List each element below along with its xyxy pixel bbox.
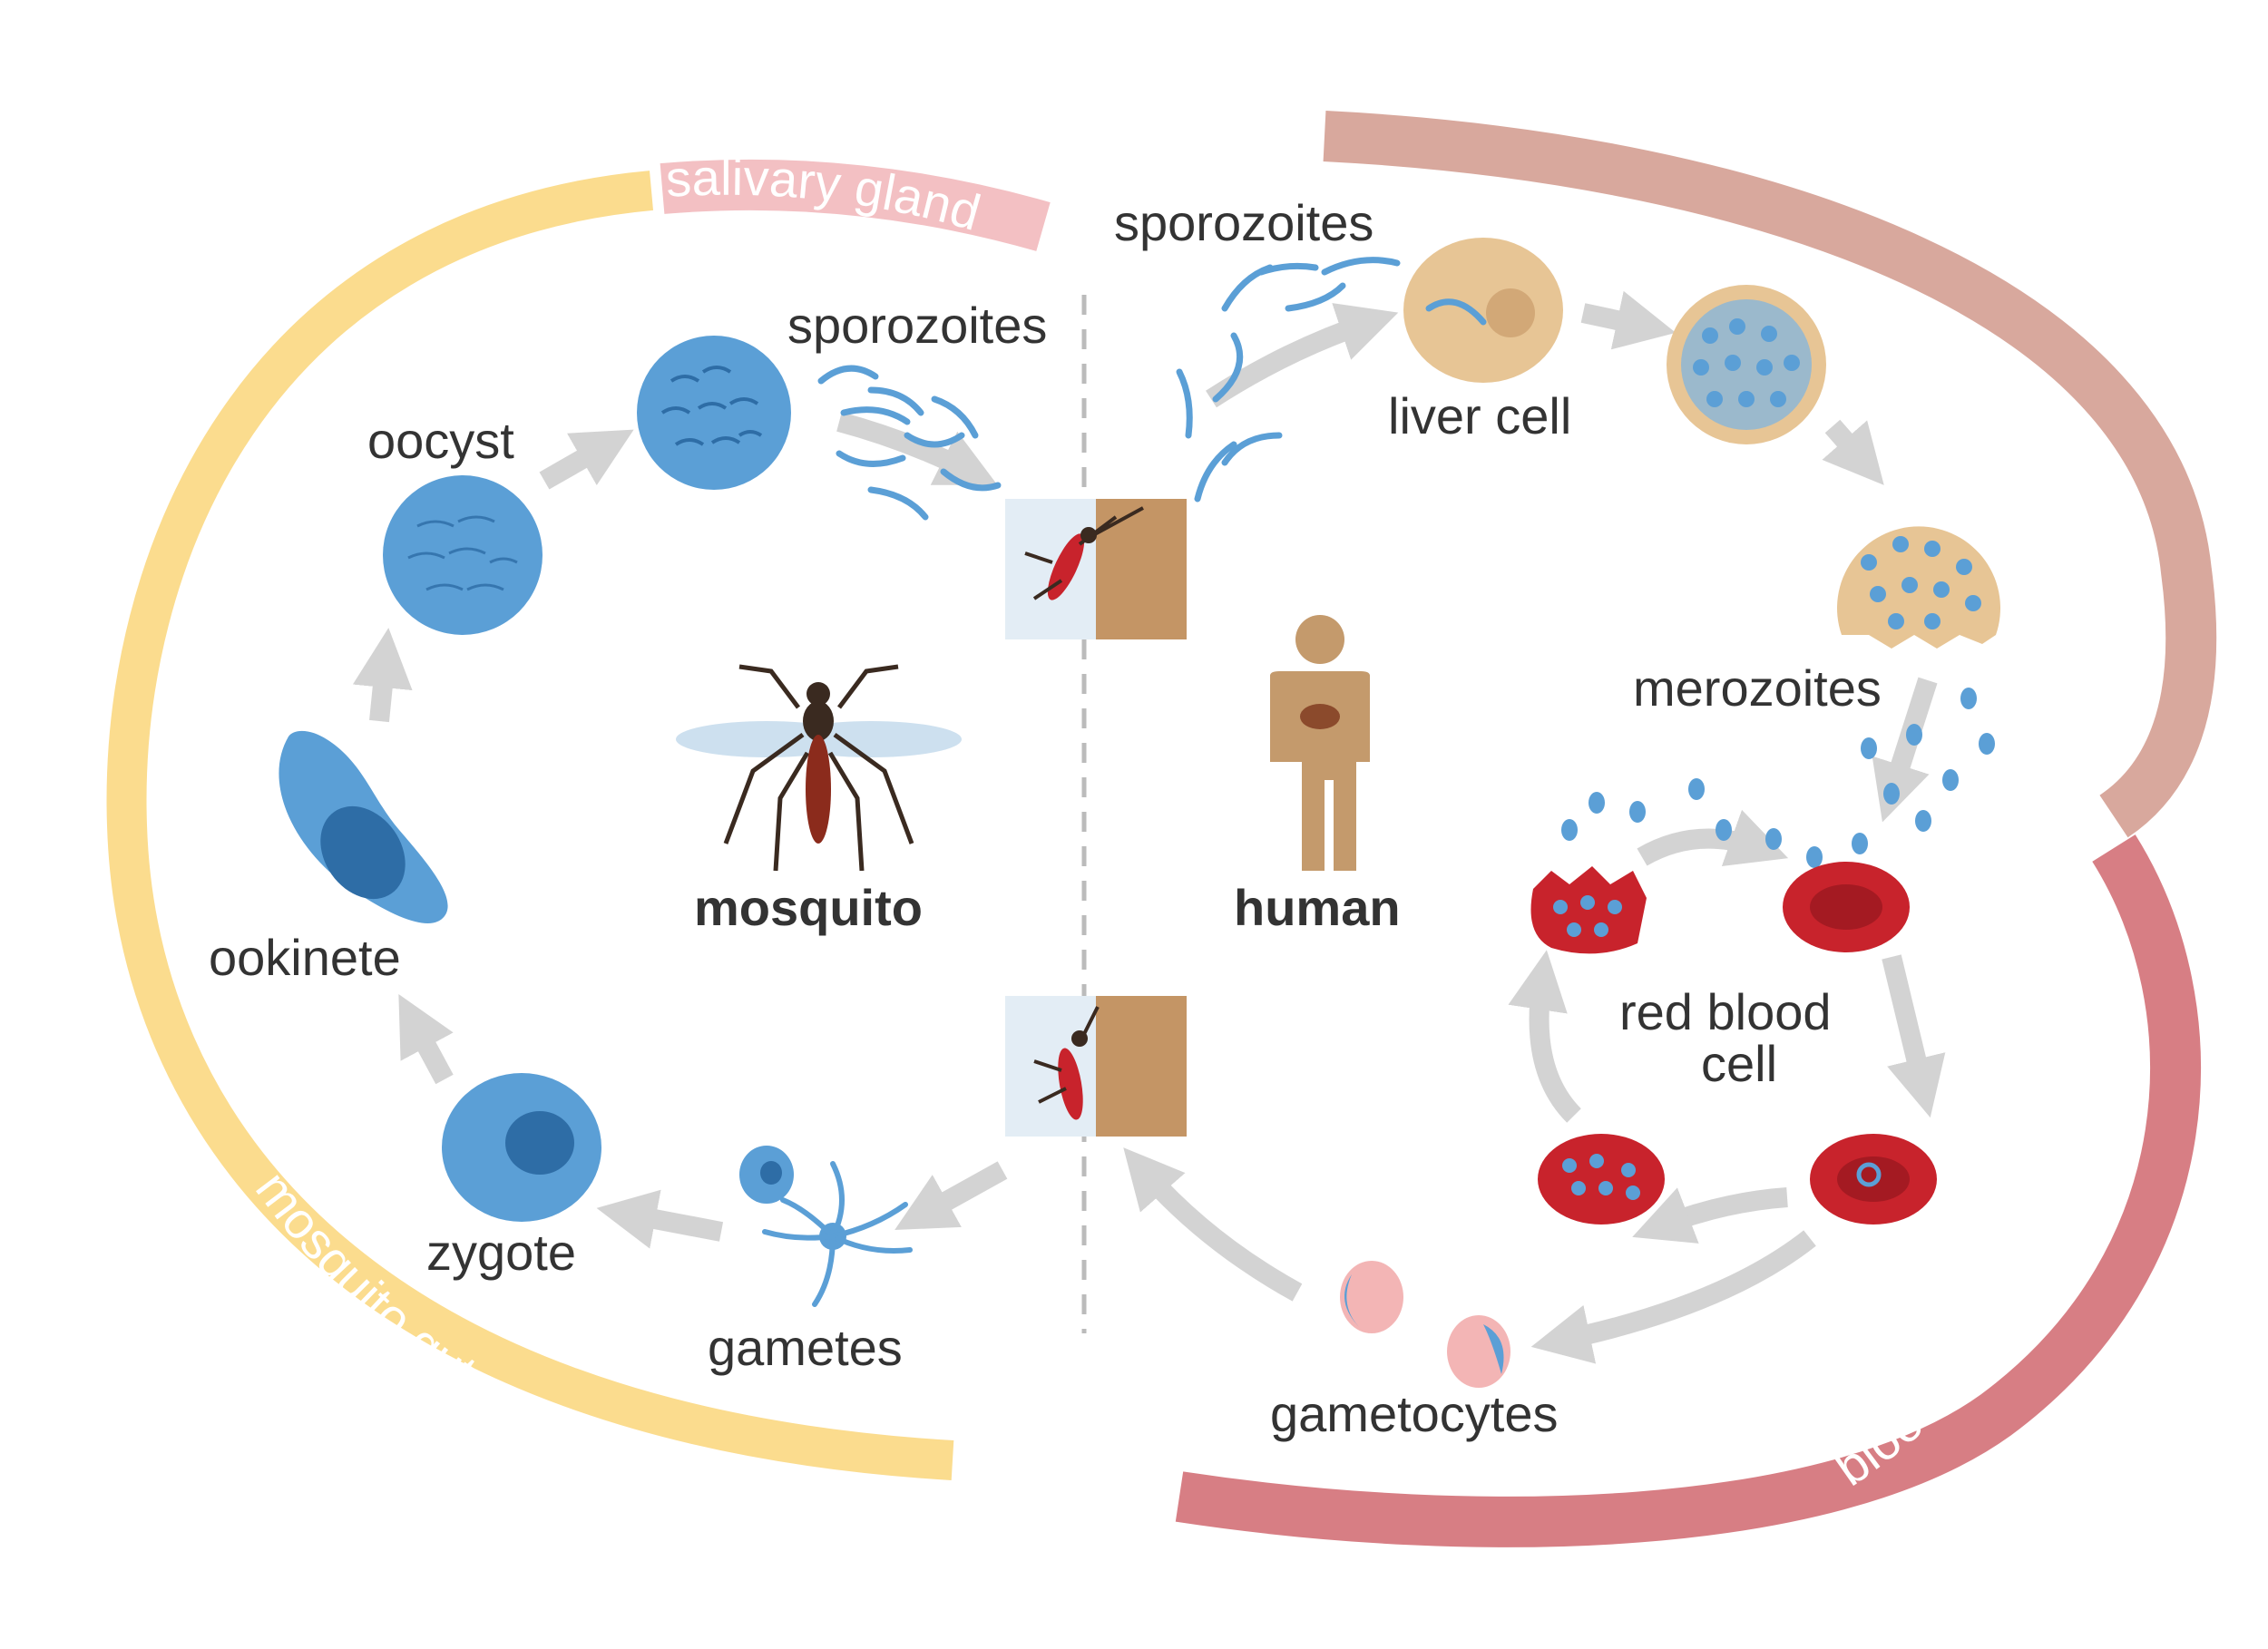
label-zygote: zygote	[426, 1224, 576, 1281]
label-human: human	[1234, 879, 1401, 936]
gametes	[739, 1146, 913, 1307]
mosquito-icon	[676, 664, 962, 872]
label-red-blood-cell-line1: red blood	[1619, 983, 1832, 1040]
oocyst	[383, 475, 543, 635]
label-gametocytes: gametocytes	[1270, 1385, 1559, 1442]
label-red-blood-cell-line2: cell	[1701, 1035, 1777, 1092]
label-merozoites: merozoites	[1633, 659, 1882, 717]
ookinete	[279, 730, 448, 923]
zygote	[442, 1073, 601, 1222]
label-mosquito: mosquito	[694, 879, 923, 936]
released-sporozoites	[817, 365, 1002, 521]
blood-arc	[1175, 834, 2202, 1547]
salivary-gland-label: salivary gland	[664, 149, 986, 241]
liver-cell	[1403, 238, 1563, 383]
rbc-healthy	[1783, 862, 1910, 952]
rbc-schizont	[1538, 1134, 1665, 1225]
bursting-liver-cell	[1837, 526, 2000, 649]
rbc-bursting	[1530, 866, 1647, 954]
flow-arrows	[352, 290, 1946, 1364]
label-liver-cell: liver cell	[1388, 387, 1571, 444]
label-ookinete: ookinete	[209, 929, 401, 986]
bite-inset-top	[1005, 499, 1187, 639]
label-sporozoites-mosquito: sporozoites	[787, 297, 1047, 354]
label-sporozoites-human: sporozoites	[1114, 194, 1374, 251]
label-gametes: gametes	[708, 1319, 903, 1376]
gametocytes	[1340, 1261, 1510, 1388]
mature-oocyst	[637, 336, 791, 490]
salivary-gland-arc	[660, 159, 1051, 251]
rbc-ring-stage	[1810, 1134, 1937, 1225]
human-icon	[1270, 615, 1370, 871]
merozoite-drops	[1561, 688, 1995, 868]
infected-liver-cell	[1667, 285, 1826, 444]
mosquito-gut-arc	[106, 171, 954, 1480]
label-oocyst: oocyst	[367, 412, 514, 469]
bite-inset-bottom	[1005, 996, 1187, 1137]
liver-arc	[1323, 111, 2217, 838]
injected-sporozoites	[1176, 257, 1401, 503]
